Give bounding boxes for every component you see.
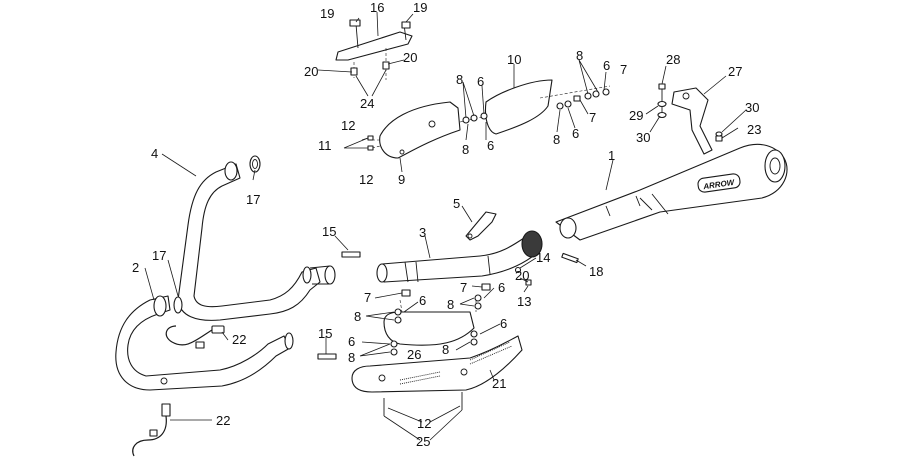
callout-22: 22 xyxy=(232,332,246,347)
callout-13: 13 xyxy=(517,294,531,309)
shield-fasteners xyxy=(367,88,610,151)
callout-15: 15 xyxy=(318,326,332,341)
callout-12: 12 xyxy=(341,118,355,133)
callout-2: 2 xyxy=(132,260,139,275)
callout-7: 7 xyxy=(589,110,596,125)
callout-1: 1 xyxy=(608,148,615,163)
callout-7: 7 xyxy=(364,290,371,305)
callout-6: 6 xyxy=(487,138,494,153)
heat-shield-left xyxy=(371,101,497,159)
callout-8: 8 xyxy=(354,309,361,324)
callout-9: 9 xyxy=(398,172,405,187)
callout-28: 28 xyxy=(666,52,680,67)
callout-10: 10 xyxy=(507,52,521,67)
callout-6: 6 xyxy=(419,293,426,308)
callout-26: 26 xyxy=(407,347,421,362)
callout-18: 18 xyxy=(589,264,603,279)
spring-upper xyxy=(341,251,361,258)
callout-21: 21 xyxy=(492,376,506,391)
callout-14: 14 xyxy=(536,250,550,265)
oxygen-sensor-lower xyxy=(132,403,171,457)
spring-lower xyxy=(317,353,337,360)
callout-labels: 1 2 3 4 5 6 6 6 6 6 6 6 6 7 7 7 7 8 8 8 … xyxy=(132,0,761,449)
lower-shield-fasteners xyxy=(383,266,532,416)
callout-3: 3 xyxy=(419,225,426,240)
gasket-upper xyxy=(249,155,261,173)
link-pipe xyxy=(376,230,543,283)
muffler-hanger-bracket xyxy=(671,87,713,155)
hanger-bolt-stack xyxy=(657,83,723,142)
callout-27: 27 xyxy=(728,64,742,79)
callout-8: 8 xyxy=(348,350,355,365)
callout-19: 19 xyxy=(320,6,334,21)
callout-8: 8 xyxy=(462,142,469,157)
callout-5: 5 xyxy=(453,196,460,211)
callout-6: 6 xyxy=(572,126,579,141)
callout-20: 20 xyxy=(515,268,529,283)
header-pipe-upper xyxy=(177,161,336,321)
heat-shield-right xyxy=(484,79,611,135)
callout-12: 12 xyxy=(417,416,431,431)
callout-17: 17 xyxy=(152,248,166,263)
callout-12: 12 xyxy=(359,172,373,187)
callout-20: 20 xyxy=(304,64,318,79)
callout-30: 30 xyxy=(745,100,759,115)
header-pipe-lower xyxy=(115,295,294,391)
lower-heat-shield-21 xyxy=(351,335,523,393)
bracket-small xyxy=(465,211,497,241)
callout-8: 8 xyxy=(456,72,463,87)
callout-8: 8 xyxy=(447,297,454,312)
muffler: ARROW xyxy=(555,143,788,241)
callout-7: 7 xyxy=(620,62,627,77)
callout-6: 6 xyxy=(498,280,505,295)
callout-16: 16 xyxy=(370,0,384,15)
callout-6: 6 xyxy=(477,74,484,89)
heat-shield-bracket xyxy=(335,19,413,80)
callout-30: 30 xyxy=(636,130,650,145)
callout-17: 17 xyxy=(246,192,260,207)
callout-8: 8 xyxy=(553,132,560,147)
callout-7: 7 xyxy=(460,280,467,295)
callout-6: 6 xyxy=(500,316,507,331)
callout-23: 23 xyxy=(747,122,761,137)
callout-6: 6 xyxy=(603,58,610,73)
callout-8: 8 xyxy=(576,48,583,63)
callout-8: 8 xyxy=(442,342,449,357)
callout-6: 6 xyxy=(348,334,355,349)
callout-11: 11 xyxy=(318,138,332,153)
callout-15: 15 xyxy=(322,224,336,239)
callout-29: 29 xyxy=(629,108,643,123)
spring-muffler xyxy=(561,252,579,264)
callout-22: 22 xyxy=(216,413,230,428)
oxygen-sensor-upper xyxy=(165,325,225,349)
callout-4: 4 xyxy=(151,146,158,161)
gasket-lower xyxy=(173,296,183,314)
callout-19: 19 xyxy=(413,0,427,15)
callout-20: 20 xyxy=(403,50,417,65)
leader-lines xyxy=(144,11,747,441)
callout-25: 25 xyxy=(416,434,430,449)
callout-24: 24 xyxy=(360,96,374,111)
